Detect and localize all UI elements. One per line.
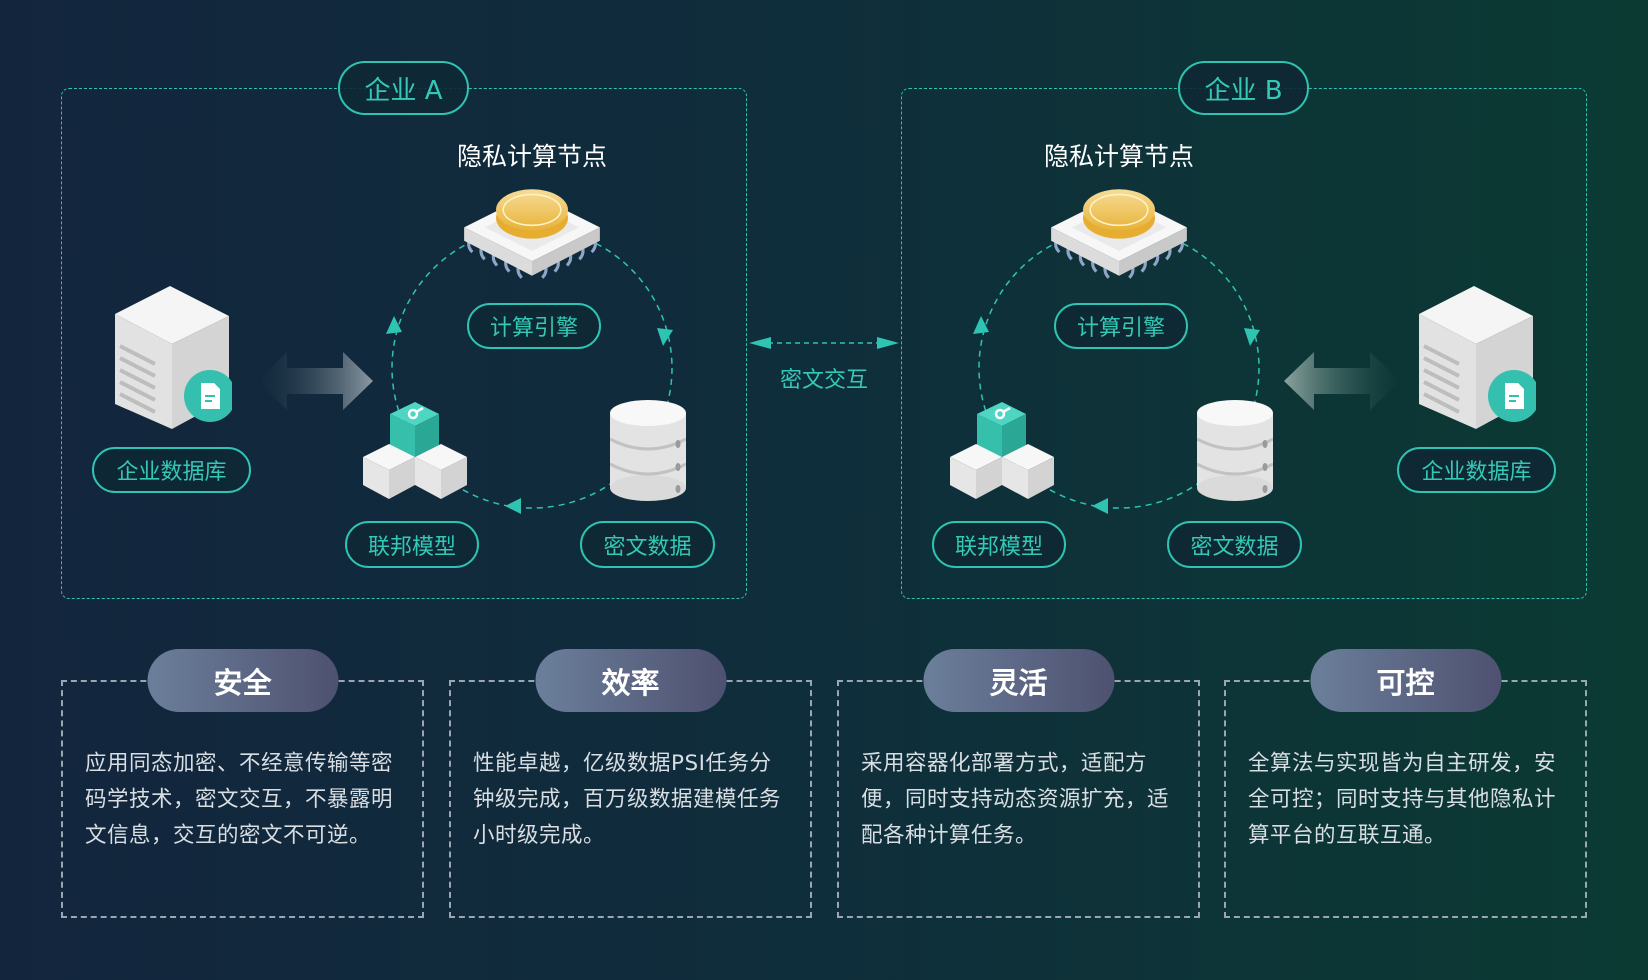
exchange-arrow-icon (749, 337, 899, 349)
node-title-a: 隐私计算节点 (456, 142, 607, 171)
database-label-a: 企业数据库 (92, 447, 251, 493)
feature-description: 采用容器化部署方式，适配方便，同时支持动态资源扩充，适配各种计算任务。 (861, 751, 1170, 848)
exchange-label: 密文交互 (779, 368, 868, 393)
feature-card-flexibility: 灵活 采用容器化部署方式，适配方便，同时支持动态资源扩充，适配各种计算任务。 (837, 649, 1200, 918)
federated-model-cubes-icon (363, 399, 468, 502)
feature-title: 灵活 (923, 649, 1114, 712)
server-icon (112, 286, 232, 429)
bidirectional-arrow-icon (1284, 352, 1400, 410)
bidirectional-arrow-icon (257, 352, 373, 410)
cycle-flow-a (386, 227, 673, 514)
chip-icon (460, 180, 604, 285)
flow-arrow-icon (657, 328, 673, 346)
chip-icon (1047, 180, 1191, 285)
database-label-b: 企业数据库 (1397, 447, 1556, 493)
cycle-flow-b (973, 227, 1260, 514)
feature-title: 安全 (147, 649, 338, 712)
model-label-a: 联邦模型 (345, 521, 479, 568)
server-icon (1416, 286, 1536, 429)
feature-card-efficiency: 效率 性能卓越，亿级数据PSI任务分钟级完成，百万级数据建模任务小时级完成。 (449, 649, 812, 918)
cipher-data-label-a: 密文数据 (580, 521, 715, 568)
enterprise-a-label: 企业 A (338, 61, 469, 115)
enterprise-b-label: 企业 B (1178, 61, 1309, 115)
feature-title: 可控 (1310, 649, 1501, 712)
model-label-b: 联邦模型 (932, 521, 1066, 568)
cipher-data-label-b: 密文数据 (1167, 521, 1302, 568)
cipher-database-icon (610, 399, 686, 502)
federated-model-cubes-icon (950, 399, 1055, 502)
feature-description: 全算法与实现皆为自主研发，安全可控；同时支持与其他隐私计算平台的互联互通。 (1248, 751, 1557, 848)
engine-label-b: 计算引擎 (1054, 303, 1188, 349)
feature-description: 应用同态加密、不经意传输等密码学技术，密文交互，不暴露明文信息，交互的密文不可逆… (85, 751, 394, 848)
feature-description: 性能卓越，亿级数据PSI任务分钟级完成，百万级数据建模任务小时级完成。 (473, 751, 782, 848)
engine-label-a: 计算引擎 (467, 303, 601, 349)
flow-arrow-icon (386, 316, 402, 334)
feature-card-security: 安全 应用同态加密、不经意传输等密码学技术，密文交互，不暴露明文信息，交互的密文… (61, 649, 424, 918)
feature-title: 效率 (535, 649, 726, 712)
node-title-b: 隐私计算节点 (1043, 142, 1194, 171)
cipher-database-icon (1197, 399, 1273, 502)
feature-card-controllable: 可控 全算法与实现皆为自主研发，安全可控；同时支持与其他隐私计算平台的互联互通。 (1224, 649, 1587, 918)
flow-arrow-icon (505, 498, 521, 514)
